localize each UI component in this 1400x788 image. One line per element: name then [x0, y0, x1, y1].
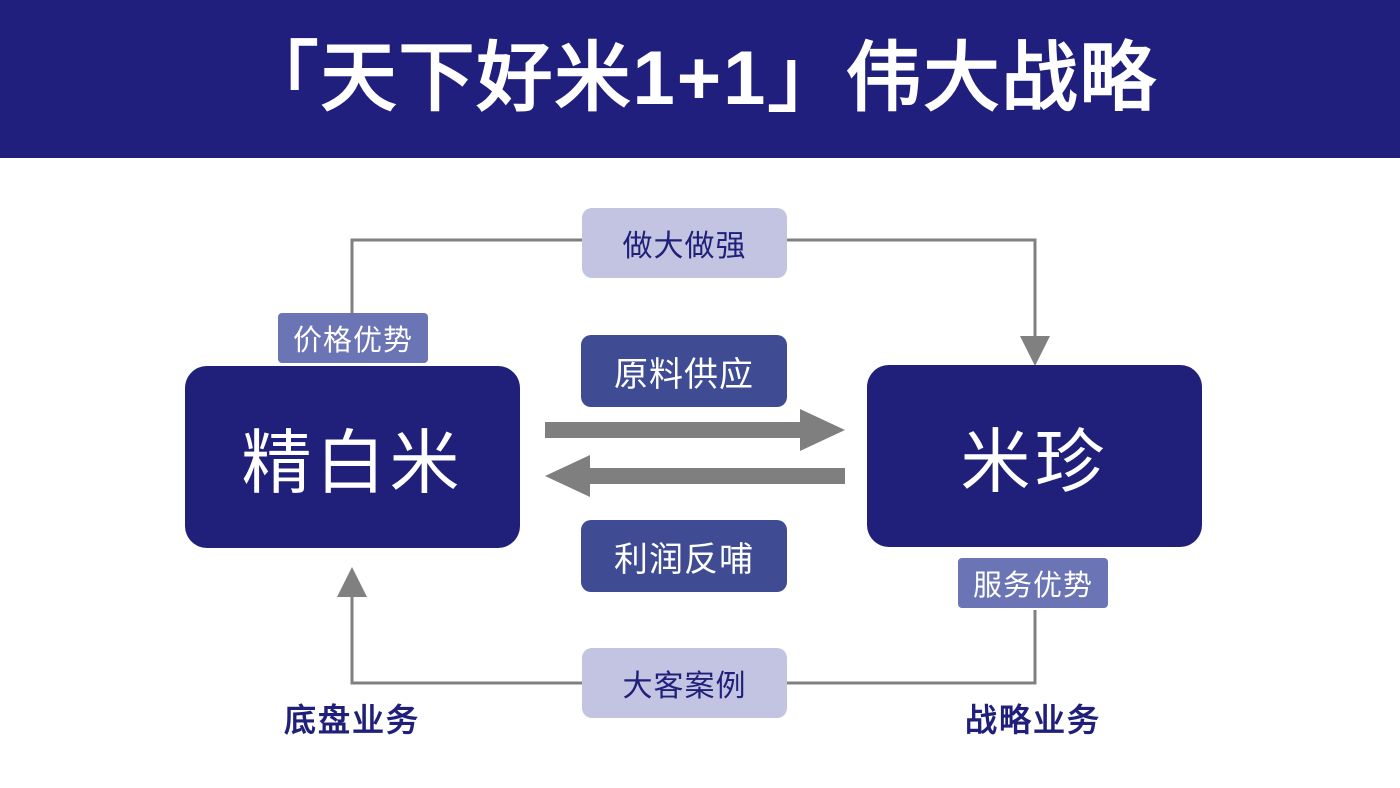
- supply-arrow-icon: [545, 409, 845, 451]
- profit-arrow-icon: [545, 455, 845, 497]
- top-loop-right-segment: [787, 238, 1037, 343]
- page-title: 「天下好米1+1」伟大战略: [242, 36, 1158, 121]
- flow-label-raw-material-supply[interactable]: 原料供应: [581, 335, 787, 407]
- title-banner: 「天下好米1+1」伟大战略: [0, 0, 1400, 158]
- bottom-loop-connector: [337, 567, 1037, 685]
- connector-layer: [337, 238, 1050, 685]
- top-loop-arrowhead-down-icon: [1020, 336, 1050, 366]
- bottom-loop-right-segment: [787, 610, 1037, 685]
- tag-price-advantage[interactable]: 价格优势: [278, 313, 428, 363]
- bottom-loop-left-segment: [350, 590, 582, 685]
- loop-label-grow[interactable]: 做大做强: [582, 208, 787, 278]
- entity-box-mizhen[interactable]: 米珍: [867, 365, 1202, 547]
- diagram-stage: 做大做强 价格优势 精白米 原料供应 利润反哺 米珍 服务优势 大客案例 底盘业…: [0, 158, 1400, 788]
- tag-service-advantage[interactable]: 服务优势: [958, 558, 1108, 608]
- arrow-supply-right: [545, 409, 845, 451]
- flow-label-profit-feedback[interactable]: 利润反哺: [581, 520, 787, 592]
- caption-strategic-business: 战略业务: [964, 702, 1101, 738]
- entity-box-jingbaimi[interactable]: 精白米: [185, 366, 520, 548]
- bottom-loop-arrowhead-up-icon: [337, 567, 367, 597]
- arrow-profit-left: [545, 455, 845, 497]
- caption-base-business: 底盘业务: [283, 702, 420, 738]
- loop-label-key-account-case[interactable]: 大客案例: [582, 648, 787, 718]
